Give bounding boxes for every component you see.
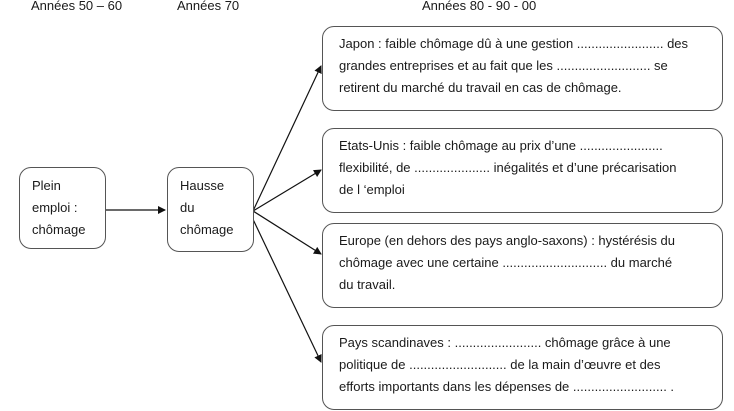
box-text-line: retirent du marché du travail en cas de …: [339, 80, 622, 95]
box-text-line: chômage: [180, 222, 234, 237]
header-annees-70: Années 70: [177, 0, 240, 13]
arrow-to-japon: [252, 65, 322, 212]
box-text-line: chômage: [32, 222, 86, 237]
header-annees-50-60: Années 50 – 60: [31, 0, 123, 13]
box-pays-scandinaves: Pays scandinaves : .....................…: [322, 325, 723, 410]
arrow-to-etats-unis: [252, 169, 322, 212]
box-hausse-du-chomage: Hausse du chômage: [167, 167, 254, 252]
box-europe: Europe (en dehors des pays anglo-saxons)…: [322, 223, 723, 308]
box-text-line: de l ‘emploi: [339, 182, 405, 197]
box-text-line: grandes entreprises et au fait que les .…: [339, 58, 668, 73]
box-text-line: Hausse: [180, 178, 225, 193]
arrow-to-europe: [252, 210, 322, 255]
box-text-line: efforts importants dans les dépenses de …: [339, 379, 675, 394]
header-annees-80-90-00: Années 80 - 90 - 00: [422, 0, 537, 13]
box-text-line: Pays scandinaves : .....................…: [339, 335, 671, 350]
box-japon: Japon : faible chômage dû à une gestion …: [322, 26, 723, 111]
box-text-line: politique de ...........................…: [339, 357, 661, 372]
box-plein-emploi: Plein emploi : chômage: [19, 167, 106, 249]
box-text-line: chômage avec une certaine ..............…: [339, 255, 673, 270]
box-text-line: Japon : faible chômage dû à une gestion …: [339, 36, 689, 51]
box-text-line: du travail.: [339, 277, 396, 292]
box-text-line: emploi :: [32, 200, 78, 215]
box-text-line: Plein: [32, 178, 61, 193]
box-etats-unis: Etats-Unis : faible chômage au prix d’un…: [322, 128, 723, 213]
box-text-line: du: [180, 200, 195, 215]
box-text-line: Europe (en dehors des pays anglo-saxons)…: [339, 233, 676, 248]
box-text-line: Etats-Unis : faible chômage au prix d’un…: [339, 138, 663, 153]
arrow-to-scandinavie: [249, 212, 322, 363]
box-text-line: flexibilité, de ..................... in…: [339, 160, 677, 175]
